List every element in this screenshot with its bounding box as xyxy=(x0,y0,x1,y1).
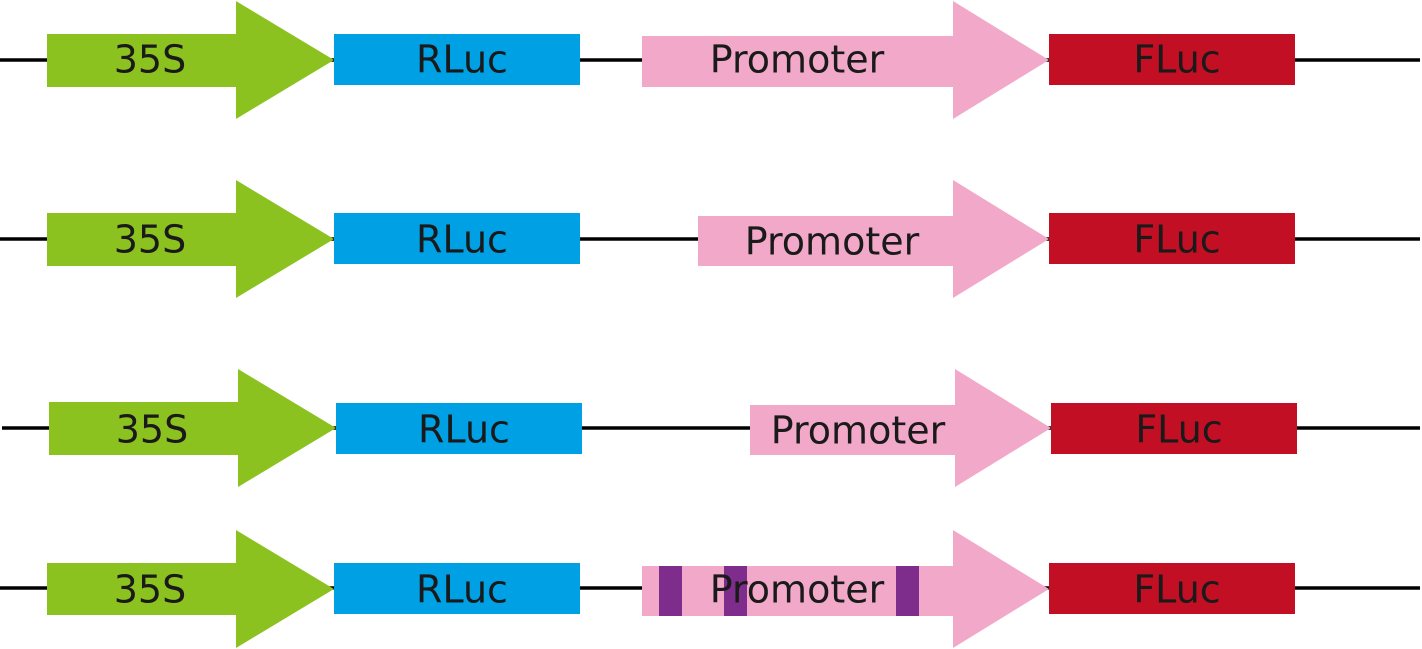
construct-row-3: 35S RLuc Promoter FLuc xyxy=(2,369,1420,487)
promoter-35s-arrow xyxy=(47,180,334,298)
test-promoter-label: Promoter xyxy=(745,220,920,264)
test-promoter-label: Promoter xyxy=(710,568,885,612)
promoter-35s-arrow xyxy=(47,530,334,648)
promoter-motif-mark xyxy=(896,566,919,616)
fluc-box xyxy=(1049,563,1295,614)
fluc-box xyxy=(1049,213,1295,264)
promoter-motif-mark xyxy=(659,566,682,616)
rluc-label: RLuc xyxy=(416,38,508,82)
construct-row-1: 35S RLuc Promoter FLuc xyxy=(0,1,1420,119)
fluc-label: FLuc xyxy=(1135,408,1222,452)
fluc-label: FLuc xyxy=(1133,38,1220,82)
rluc-box xyxy=(334,213,580,264)
rluc-label: RLuc xyxy=(418,408,510,452)
promoter-35s-label: 35S xyxy=(114,38,186,82)
promoter-35s-arrow xyxy=(49,369,336,487)
construct-row-4: 35S RLuc Promoter FLuc xyxy=(0,530,1420,648)
fluc-label: FLuc xyxy=(1133,568,1220,612)
fluc-box xyxy=(1049,34,1295,85)
rluc-label: RLuc xyxy=(416,218,508,262)
promoter-35s-label: 35S xyxy=(116,408,188,452)
promoter-35s-label: 35S xyxy=(114,568,186,612)
promoter-motif-mark xyxy=(724,566,747,616)
test-promoter-arrow xyxy=(642,1,1049,119)
promoter-35s-arrow xyxy=(47,1,334,119)
test-promoter-label: Promoter xyxy=(710,38,885,82)
test-promoter-label: Promoter xyxy=(771,409,946,453)
construct-row-2: 35S RLuc Promoter FLuc xyxy=(0,180,1420,298)
test-promoter-arrow xyxy=(750,369,1051,487)
test-promoter-arrow xyxy=(698,180,1049,298)
rluc-box xyxy=(334,34,580,85)
rluc-label: RLuc xyxy=(416,568,508,612)
rluc-box xyxy=(336,403,582,454)
test-promoter-arrow xyxy=(642,530,1049,648)
fluc-box xyxy=(1051,403,1297,454)
promoter-35s-label: 35S xyxy=(114,218,186,262)
fluc-label: FLuc xyxy=(1133,218,1220,262)
rluc-box xyxy=(334,563,580,614)
